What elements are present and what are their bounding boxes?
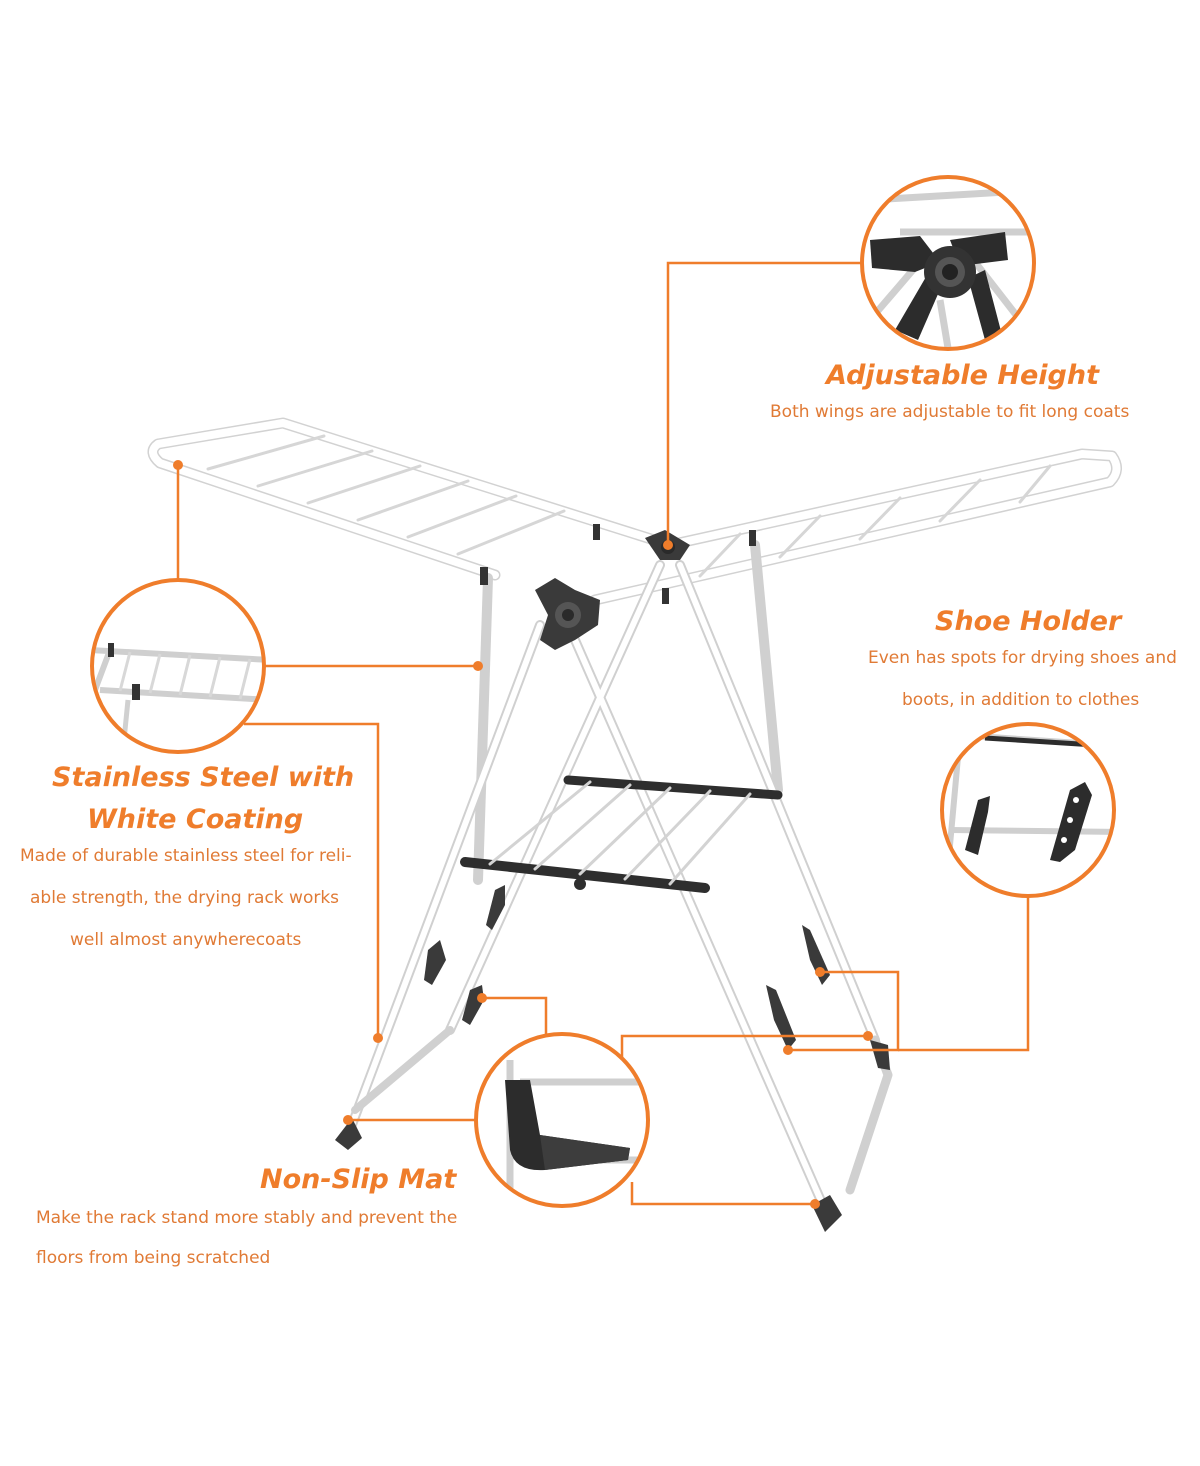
- foot-mat-detail-icon: [474, 1032, 650, 1208]
- rack-frame: [147, 417, 1122, 1232]
- stainless-steel-description-line1: Made of durable stainless steel for reli…: [20, 846, 352, 866]
- callout-lines: [176, 261, 1030, 1206]
- callout-dots: [173, 460, 873, 1209]
- right-wing: [589, 448, 1122, 606]
- shoe-holders-on-rack: [424, 885, 830, 1050]
- hinge-left: [535, 578, 600, 650]
- wing-rail-detail-icon: [90, 578, 266, 754]
- stainless-steel-title-line2: White Coating: [87, 804, 304, 835]
- hinge-detail-icon: [860, 175, 1036, 351]
- stainless-steel-description-line3: well almost anywherecoats: [70, 930, 302, 950]
- adjustable-height-description: Both wings are adjustable to fit long co…: [770, 402, 1130, 422]
- legs-inner: [347, 562, 878, 1213]
- left-wing: [147, 417, 676, 581]
- non-slip-mat-description-line2: floors from being scratched: [36, 1248, 271, 1268]
- shoe-holder-description-line2: boots, in addition to clothes: [902, 690, 1140, 710]
- adjustable-height-title: Adjustable Height: [826, 360, 1099, 391]
- shoe-holder-title: Shoe Holder: [935, 606, 1122, 637]
- middle-shelf: [460, 775, 783, 893]
- stainless-steel-title-line1: Stainless Steel with: [52, 762, 355, 793]
- shoe-holder-description-line1: Even has spots for drying shoes and: [868, 648, 1177, 668]
- non-slip-mat-description-line1: Make the rack stand more stably and prev…: [36, 1208, 458, 1228]
- stainless-steel-description-line2: able strength, the drying rack works: [30, 888, 340, 908]
- shoe-holder-detail-icon: [940, 722, 1116, 898]
- non-slip-mat-title: Non-Slip Mat: [260, 1164, 457, 1195]
